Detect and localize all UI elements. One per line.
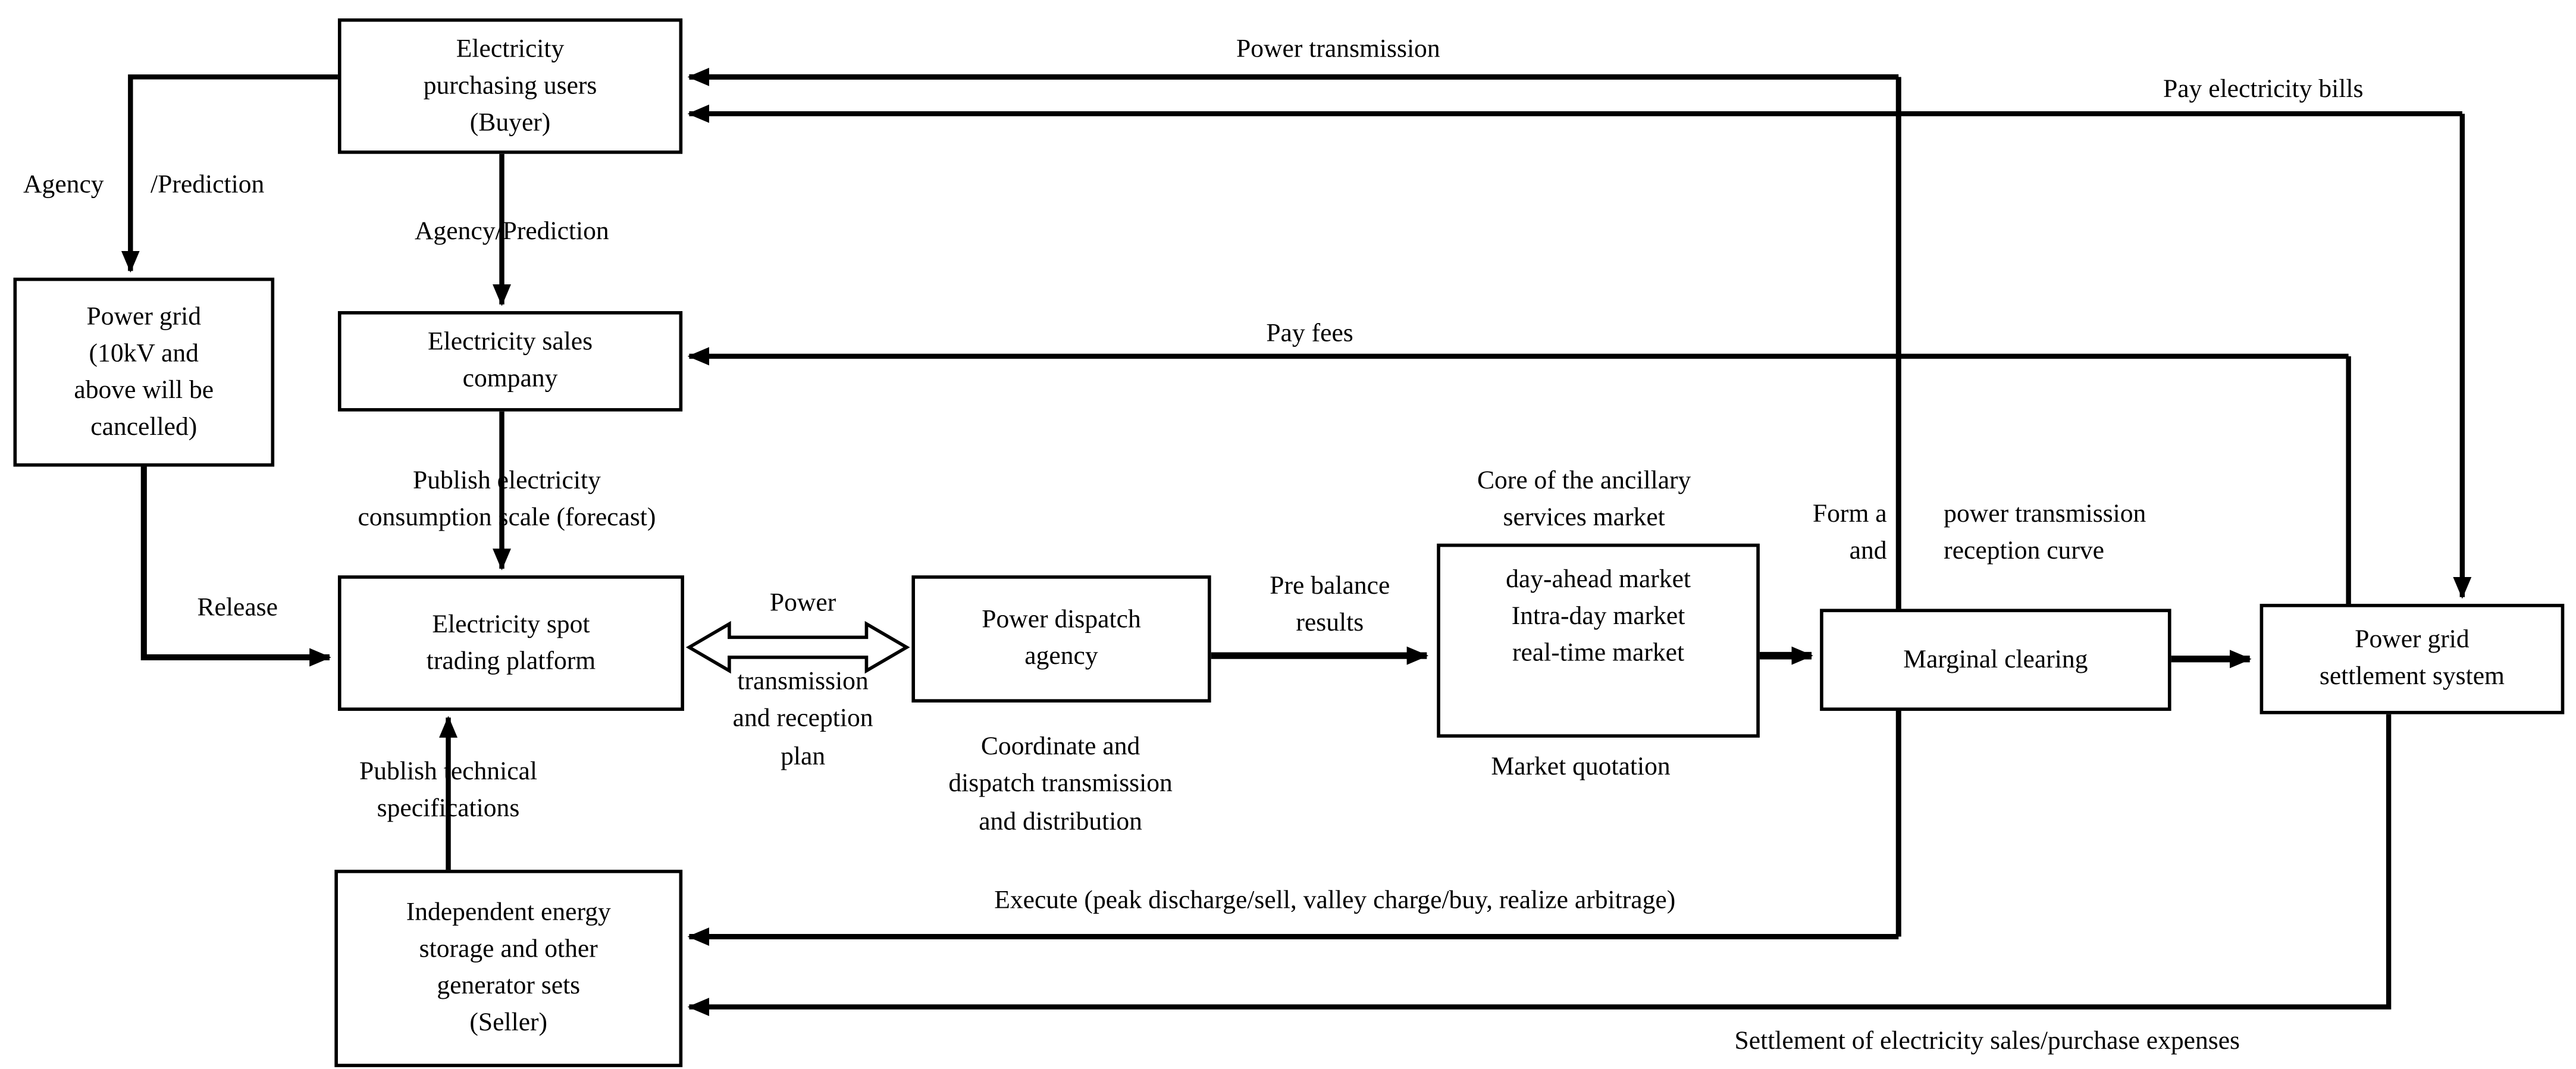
label-coordinate-dispatch: Coordinate and dispatch transmission and… [948, 732, 1173, 836]
label-publish-consumption: Publish electricity consumption scale (f… [358, 466, 656, 533]
label-power-plan-top: Power [769, 588, 836, 617]
node-ancillary-markets: day-ahead market Intra-day market real-t… [1437, 543, 1760, 738]
label-prediction-left: /Prediction [151, 170, 265, 199]
label-execute-arbitrage: Execute (peak discharge/sell, valley cha… [994, 886, 1676, 915]
label-power-plan-bottom: transmission and reception plan [732, 667, 873, 772]
node-independent-energy-storage-seller: Independent energy storage and other gen… [334, 870, 683, 1067]
label-publish-technical-specs: Publish technical specifications [359, 757, 537, 824]
label-form-a-and: Form a and [1812, 500, 1887, 566]
hollow-double-arrow-power-plan [685, 620, 910, 674]
node-electricity-spot-trading-platform: Electricity spot trading platform [337, 575, 684, 711]
arrow-agency-to-power-grid [121, 74, 338, 273]
label-reception-curve: power transmission reception curve [1944, 500, 2146, 566]
label-core-ancillary: Core of the ancillary services market [1477, 466, 1691, 533]
arrow-release [140, 466, 331, 667]
label-agency-left: Agency [23, 170, 104, 199]
label-pay-electricity-bills: Pay electricity bills [2163, 75, 2364, 104]
node-electricity-sales-company: Electricity sales company [337, 311, 683, 412]
node-power-grid-settlement-system: Power grid settlement system [2260, 604, 2565, 714]
label-market-quotation: Market quotation [1491, 753, 1671, 782]
label-release: Release [197, 594, 278, 622]
node-power-dispatch-agency: Power dispatch agency [911, 575, 1211, 703]
label-pre-balance-results: Pre balance results [1270, 572, 1390, 638]
label-settlement-expenses: Settlement of electricity sales/purchase… [1734, 1027, 2240, 1056]
node-electricity-purchasing-users: Electricity purchasing users (Buyer) [337, 18, 683, 154]
node-marginal-clearing: Marginal clearing [1820, 609, 2171, 711]
label-power-transmission: Power transmission [1236, 35, 1440, 64]
label-pay-fees: Pay fees [1266, 319, 1353, 348]
label-agency-prediction: Agency/Prediction [414, 217, 609, 246]
arrow-settlement-to-seller [687, 714, 2392, 1017]
node-power-grid: Power grid (10kV and above will be cance… [13, 277, 275, 467]
